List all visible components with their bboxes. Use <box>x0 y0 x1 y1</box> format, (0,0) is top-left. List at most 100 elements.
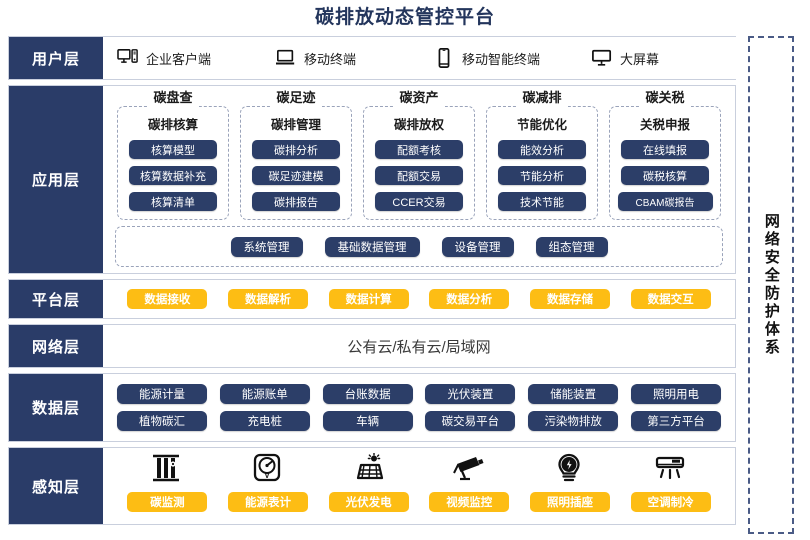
layer-row-network: 网络层 公有云/私有云/局域网 <box>8 324 736 368</box>
platform-tag[interactable]: 数据计算 <box>328 289 409 309</box>
layer-label-platform: 平台层 <box>9 280 103 318</box>
user-item-mobile-terminal[interactable]: 移动终端 <box>275 48 425 68</box>
sense-tag[interactable]: 照明插座 <box>529 491 610 512</box>
app-feature-pill[interactable]: 碳税核算 <box>621 166 709 185</box>
security-framework-label: 网络安全防护体系 <box>762 213 780 357</box>
management-pill-basic-data[interactable]: 基础数据管理 <box>324 236 420 257</box>
platform-tag[interactable]: 数据存储 <box>529 289 610 309</box>
data-pill[interactable]: 第三方平台 <box>630 411 721 431</box>
app-column-subtitle: 碳排核算 <box>147 118 198 132</box>
layer-row-application: 应用层 碳盘查 碳排核算 核算模型 核算数据补充 核算清单 碳足迹 <box>8 85 736 274</box>
app-column-carbon-inventory: 碳盘查 碳排核算 核算模型 核算数据补充 核算清单 <box>115 90 231 220</box>
data-pill[interactable]: 充电桩 <box>219 411 310 431</box>
app-column-subtitle: 节能优化 <box>516 118 567 132</box>
architecture-diagram: 用户层 企业客户端 <box>8 36 741 534</box>
app-column-subtitle: 碳排放权 <box>393 118 444 132</box>
app-feature-pill[interactable]: 配额交易 <box>375 166 463 185</box>
data-pill[interactable]: 污染物排放 <box>528 411 619 431</box>
sense-tag[interactable]: 视频监控 <box>429 491 510 512</box>
app-column-title: 碳减排 <box>516 90 568 107</box>
app-column-title: 碳资产 <box>393 90 445 107</box>
desktop-pc-icon <box>117 48 139 68</box>
data-pill[interactable]: 能源计量 <box>117 384 207 404</box>
data-pill[interactable]: 台账数据 <box>322 384 413 404</box>
layer-body-platform: 数据接收 数据解析 数据计算 数据分析 数据存储 数据交互 <box>103 280 735 318</box>
app-column-title: 碳关税 <box>639 90 691 107</box>
app-feature-pill[interactable]: CCER交易 <box>375 192 463 211</box>
sense-item-lighting-socket[interactable]: 照明插座 <box>524 453 616 512</box>
user-item-large-screen[interactable]: 大屏幕 <box>591 48 741 68</box>
svg-text:V: V <box>264 471 270 480</box>
data-pill[interactable]: 能源账单 <box>219 384 310 404</box>
app-feature-pill[interactable]: 核算数据补充 <box>129 166 217 185</box>
app-feature-pill[interactable]: 核算模型 <box>129 140 217 159</box>
energy-meter-icon: V <box>250 453 286 485</box>
data-pill[interactable]: 储能装置 <box>528 384 619 404</box>
layer-label-sense: 感知层 <box>9 448 103 524</box>
platform-tag[interactable]: 数据分析 <box>429 289 510 309</box>
app-column-subtitle: 碳排管理 <box>270 118 321 132</box>
layer-label-network: 网络层 <box>9 325 103 367</box>
solar-panel-icon <box>351 452 387 485</box>
app-feature-pill[interactable]: 技术节能 <box>498 192 586 211</box>
management-pill-device[interactable]: 设备管理 <box>441 236 514 257</box>
sense-tag[interactable]: 空调制冷 <box>630 491 711 512</box>
app-column-carbon-reduction: 碳减排 节能优化 能效分析 节能分析 技术节能 <box>484 90 600 220</box>
data-pill[interactable]: 光伏装置 <box>425 384 516 404</box>
app-column-box: 碳排核算 核算模型 核算数据补充 核算清单 <box>117 106 229 220</box>
user-item-label: 大屏幕 <box>620 51 660 67</box>
data-pill[interactable]: 碳交易平台 <box>425 411 516 431</box>
app-column-carbon-asset: 碳资产 碳排放权 配额考核 配额交易 CCER交易 <box>361 90 477 220</box>
data-row-2: 植物碳汇 充电桩 车辆 碳交易平台 污染物排放 第三方平台 <box>117 411 721 431</box>
sense-item-energy-meter[interactable]: V 能源表计 <box>222 453 314 512</box>
app-feature-pill[interactable]: 核算清单 <box>129 192 217 211</box>
cctv-camera-icon <box>451 453 487 485</box>
sense-item-air-conditioning[interactable]: 空调制冷 <box>625 453 717 512</box>
sense-item-solar-power[interactable]: 光伏发电 <box>323 452 415 512</box>
laptop-icon <box>275 48 297 68</box>
app-feature-pill[interactable]: 能效分析 <box>498 140 586 159</box>
management-pill-configuration[interactable]: 组态管理 <box>535 236 608 257</box>
user-item-enterprise-client[interactable]: 企业客户端 <box>117 48 267 68</box>
app-column-box: 碳排放权 配额考核 配额交易 CCER交易 <box>363 106 475 220</box>
app-feature-pill[interactable]: 碳排分析 <box>252 140 340 159</box>
app-feature-pill[interactable]: 在线填报 <box>621 140 709 159</box>
sense-item-video-surveillance[interactable]: 视频监控 <box>423 453 515 512</box>
app-feature-pill[interactable]: 配额考核 <box>375 140 463 159</box>
layer-body-data: 能源计量 能源账单 台账数据 光伏装置 储能装置 照明用电 植物碳汇 充电桩 车… <box>103 374 735 441</box>
app-feature-pill[interactable]: CBAM碳报告 <box>617 192 713 211</box>
layer-body-sense: 碳监测 V 能源表计 <box>103 448 735 524</box>
app-column-title: 碳足迹 <box>270 90 322 107</box>
data-pill[interactable]: 车辆 <box>322 411 413 431</box>
platform-tag[interactable]: 数据解析 <box>227 289 308 309</box>
user-item-smart-mobile-terminal[interactable]: 移动智能终端 <box>433 48 583 68</box>
sense-tag[interactable]: 光伏发电 <box>328 491 409 512</box>
app-column-title: 碳盘查 <box>147 90 199 107</box>
layer-body-network: 公有云/私有云/局域网 <box>103 325 735 367</box>
sense-tag[interactable]: 碳监测 <box>127 491 208 512</box>
platform-tag[interactable]: 数据交互 <box>630 289 711 309</box>
data-pill[interactable]: 照明用电 <box>630 384 721 404</box>
application-management-box: 系统管理 基础数据管理 设备管理 组态管理 <box>115 226 723 267</box>
network-description: 公有云/私有云/局域网 <box>347 338 491 356</box>
app-column-box: 节能优化 能效分析 节能分析 技术节能 <box>486 106 598 220</box>
app-feature-pill[interactable]: 碳排报告 <box>252 192 340 211</box>
user-item-label: 移动终端 <box>304 51 357 67</box>
data-pill[interactable]: 植物碳汇 <box>117 411 207 431</box>
layer-body-application: 碳盘查 碳排核算 核算模型 核算数据补充 核算清单 碳足迹 碳排管理 碳排分析 … <box>103 86 735 273</box>
layer-label-data: 数据层 <box>9 374 103 441</box>
user-item-label: 企业客户端 <box>146 51 212 67</box>
data-row-1: 能源计量 能源账单 台账数据 光伏装置 储能装置 照明用电 <box>117 384 721 404</box>
management-pill-system[interactable]: 系统管理 <box>230 236 303 257</box>
layer-row-data: 数据层 能源计量 能源账单 台账数据 光伏装置 储能装置 照明用电 植物碳汇 充… <box>8 373 736 442</box>
app-feature-pill[interactable]: 碳足迹建模 <box>252 166 340 185</box>
app-column-box: 碳排管理 碳排分析 碳足迹建模 碳排报告 <box>240 106 352 220</box>
platform-tag[interactable]: 数据接收 <box>127 289 208 309</box>
sense-item-carbon-monitoring[interactable]: 碳监测 <box>121 453 213 512</box>
layer-row-platform: 平台层 数据接收 数据解析 数据计算 数据分析 数据存储 数据交互 <box>8 279 736 319</box>
sense-tag[interactable]: 能源表计 <box>227 491 308 512</box>
user-item-label: 移动智能终端 <box>462 51 541 67</box>
app-feature-pill[interactable]: 节能分析 <box>498 166 586 185</box>
app-column-box: 关税申报 在线填报 碳税核算 CBAM碳报告 <box>609 106 721 220</box>
page-title: 碳排放动态管控平台 <box>314 7 495 28</box>
